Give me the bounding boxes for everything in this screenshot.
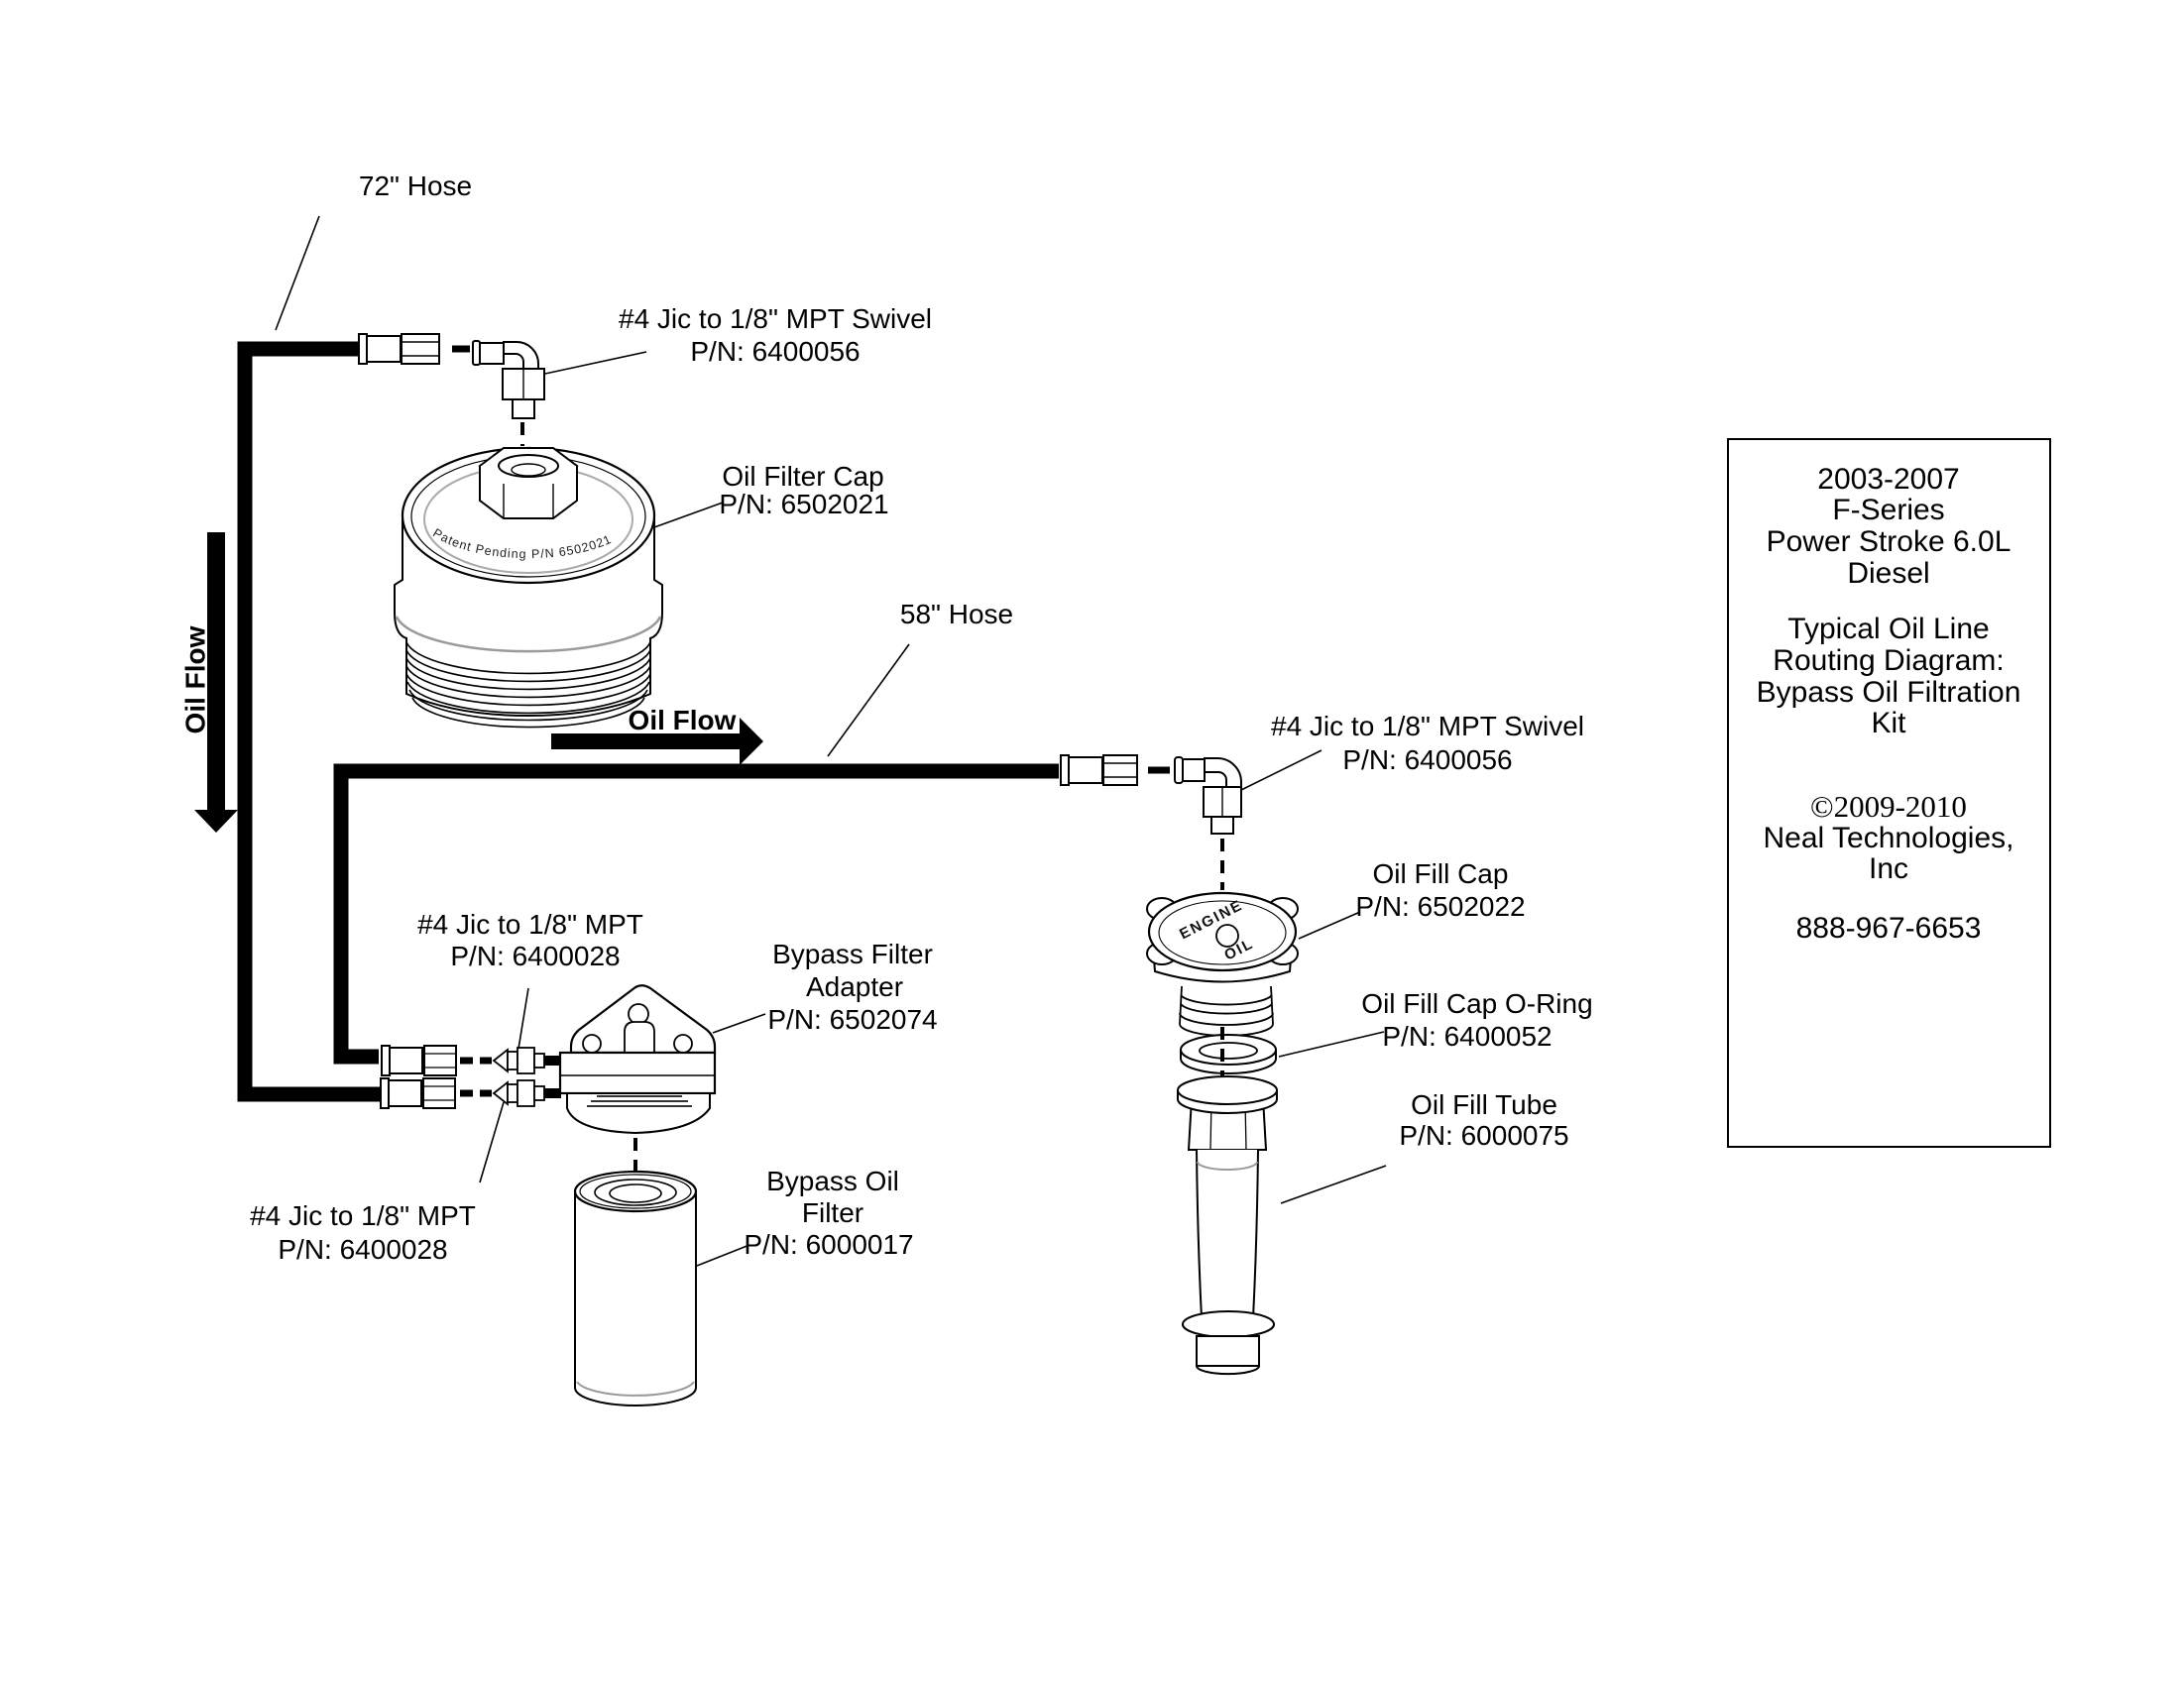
jic-swivel-fitting-adapter-upper (381, 1045, 457, 1076)
label-bypass-adapter-l2: Adapter (806, 971, 903, 1002)
title-line-phone: 888-967-6653 (1796, 912, 1982, 945)
jic-male-fitting-upper (492, 1047, 561, 1074)
label-oil-fill-cap-l2: P/N: 6502022 (1355, 891, 1525, 922)
jic-swivel-fitting-adapter-lower (380, 1077, 456, 1109)
label-bypass-filter-l1: Bypass Oil (766, 1166, 899, 1196)
title-line-diesel: Diesel (1847, 557, 1929, 590)
oil-filter-cap-drawing: Patent Pending P/N 6502021 (394, 446, 663, 729)
label-jic-upper-l2: P/N: 6400028 (450, 941, 620, 971)
label-oil-fill-tube-l2: P/N: 6000075 (1399, 1120, 1568, 1151)
bypass-oil-filter-drawing (573, 1170, 698, 1407)
label-hose-72: 72" Hose (359, 170, 472, 201)
oil-fill-cap-oring-drawing (1180, 1034, 1277, 1074)
bypass-filter-adapter-drawing (558, 984, 717, 1135)
label-oil-fill-tube-l1: Oil Fill Tube (1411, 1089, 1557, 1120)
label-oil-flow-horizontal: Oil Flow (629, 705, 737, 735)
title-line-routing: Routing Diagram: (1773, 644, 2004, 677)
oil-flow-arrow-horizontal (551, 718, 763, 765)
hose-72in (237, 341, 380, 1102)
label-swivel-right-l2: P/N: 6400056 (1342, 744, 1512, 775)
title-block: 2003-2007 F-Series Power Stroke 6.0L Die… (1727, 438, 2051, 1148)
jic-swivel-fitting-right (1060, 754, 1138, 786)
label-bypass-adapter-l1: Bypass Filter (772, 939, 933, 969)
title-line-bypass: Bypass Oil Filtration (1757, 676, 2021, 709)
label-oil-flow-vertical: Oil Flow (180, 625, 211, 733)
title-line-typical: Typical Oil Line (1787, 613, 1989, 645)
label-oil-filter-cap-l1: Oil Filter Cap (722, 461, 883, 492)
title-line-inc: Inc (1869, 852, 1908, 885)
label-hose-58: 58" Hose (900, 599, 1013, 629)
elbow-fitting-top (472, 340, 545, 419)
label-swivel-top-l1: #4 Jic to 1/8" MPT Swivel (619, 303, 932, 334)
label-oil-fill-cap-l1: Oil Fill Cap (1373, 858, 1509, 889)
label-swivel-right-l1: #4 Jic to 1/8" MPT Swivel (1271, 711, 1584, 741)
title-line-series: F-Series (1832, 494, 1944, 526)
label-oring-l1: Oil Fill Cap O-Ring (1361, 988, 1592, 1019)
label-jic-lower-l2: P/N: 6400028 (278, 1234, 447, 1265)
fill-cap-threads (1179, 985, 1274, 1037)
oil-flow-arrow-vertical (194, 532, 238, 833)
jic-swivel-fitting-top (358, 333, 440, 365)
filter-cap-hex-nut (478, 447, 579, 519)
title-line-kit: Kit (1871, 707, 1906, 739)
elbow-fitting-right (1174, 756, 1242, 835)
hose-58in (333, 763, 1059, 1065)
title-line-copyright: ©2009-2010 (1810, 789, 1967, 824)
title-line-years: 2003-2007 (1817, 463, 1959, 496)
label-swivel-top-l2: P/N: 6400056 (690, 336, 860, 367)
label-bypass-adapter-l3: P/N: 6502074 (767, 1004, 937, 1035)
jic-male-fitting-lower (492, 1079, 561, 1107)
label-oring-l2: P/N: 6400052 (1382, 1021, 1552, 1052)
title-line-company: Neal Technologies, (1764, 822, 2014, 854)
title-line-engine: Power Stroke 6.0L (1767, 525, 2012, 558)
leader-lines (275, 215, 1387, 1267)
label-bypass-filter-l2: Filter (802, 1197, 863, 1228)
label-jic-lower-l1: #4 Jic to 1/8" MPT (250, 1200, 476, 1231)
label-jic-upper-l1: #4 Jic to 1/8" MPT (417, 909, 643, 940)
adapter-engraving-lines (587, 1095, 692, 1107)
oil-fill-cap-drawing: ENGINE OIL (1146, 891, 1299, 1037)
label-oil-filter-cap-l2: P/N: 6502021 (719, 489, 888, 519)
label-bypass-filter-l3: P/N: 6000017 (744, 1229, 913, 1260)
fitting-dashes-adapter (460, 1057, 492, 1097)
filter-cap-threads (405, 641, 651, 729)
oil-fill-tube-drawing (1177, 1075, 1278, 1376)
